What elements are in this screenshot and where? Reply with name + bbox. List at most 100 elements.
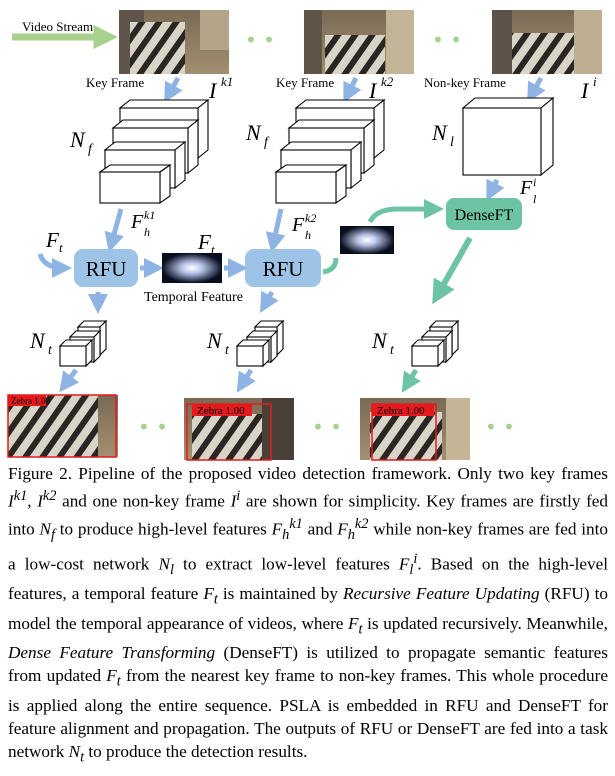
svg-text:N: N [29,328,46,353]
svg-text:F: F [130,211,144,233]
caption-math: k1 [13,488,28,505]
svg-text:N: N [371,328,388,353]
math-N-t-1: N t [29,328,53,358]
arrow-rfu2-to-nt [260,290,279,313]
arrow-ft-in [37,253,72,278]
rfu-box-2: RFU [245,249,321,287]
svg-text:i: i [593,74,597,89]
svg-text:h: h [305,228,311,242]
dots-bottom-3: • • [485,415,515,439]
svg-text:t: t [48,343,53,358]
math-I-k1: I k1 [208,74,233,103]
video-stream-label: Video Stream [22,19,93,34]
svg-text:t: t [225,343,230,358]
arrow-feature-to-denseft [367,199,444,224]
caption-math: f [50,527,55,544]
math-I-i: I i [580,74,597,103]
detection-label-3: Zebra 1.00 [377,405,425,417]
caption-text: and one non-key frame [56,491,231,511]
nf-network-1 [98,98,210,205]
caption-math: N [68,742,81,762]
key-frame-1-image [119,10,229,74]
math-F-l-i: F i l [519,175,537,206]
caption-text: (DenseFT) is utilized to propagate seman… [8,643,608,686]
temporal-feature-image [162,253,222,283]
caption-math: F [398,554,410,574]
nf-network-2 [274,98,386,205]
caption-emph: Recursive Feature Updating [343,583,540,603]
caption-text: . Based on the high-level features, a te… [8,554,609,603]
detection-label-2: Zebra 1.00 [197,405,245,417]
math-N-f-1: N f [69,127,94,157]
caption-text: to produce high-level features [54,519,272,539]
caption-math: h [282,527,290,544]
svg-text:k2: k2 [305,211,316,225]
caption-text: (RFU) to model the temporal appearance o… [8,583,608,633]
figure-caption: Figure 2. Pipeline of the proposed video… [8,464,609,766]
svg-text:l: l [533,192,537,206]
nt-network-3 [410,319,460,368]
key-frame-2-label: Key Frame [276,75,334,90]
svg-text:t: t [211,242,215,257]
caption-text: are shown for simplicity. Key frames are… [8,491,609,539]
arrow-nt2-to-det [236,368,256,393]
caption-math: k1 [289,516,303,533]
caption-math: i [413,550,418,567]
arrow-nf2-to-rfu2 [265,208,286,253]
video-stream: Video Stream [12,19,118,50]
svg-text:t: t [59,240,63,255]
math-F-t-mid: F t [197,230,215,257]
svg-text:F: F [197,230,211,254]
caption-math: t [213,591,218,608]
non-key-frame-image [492,10,602,74]
caption-math: F [271,519,283,539]
dots-bottom-2: • • [312,415,342,439]
caption-math: F [106,666,117,686]
caption-math: I [8,491,14,511]
arrow-nf1-to-rfu1 [104,208,124,253]
caption-text: to produce the detection results. [84,742,308,762]
svg-text:i: i [533,175,536,189]
svg-text:N: N [245,120,262,145]
caption-math: N [39,519,51,539]
caption-math: l [169,561,174,578]
caption-math: F [348,613,359,633]
svg-text:t: t [390,343,395,358]
math-F-h-k2: F k2 h [291,211,316,242]
non-key-frame-label: Non-key Frame [424,75,506,90]
svg-text:N: N [206,328,223,353]
arrow-nl-to-denseft [486,178,505,202]
temporal-feature-label: Temporal Feature [144,290,243,305]
math-N-t-2: N t [206,328,230,358]
caption-text: is maintained by [217,583,344,603]
svg-text:F: F [519,177,533,199]
math-N-f-2: N f [245,120,270,150]
rfu-label-2: RFU [263,257,304,281]
caption-math: k2 [42,488,57,505]
caption-math: N [158,554,170,574]
caption-math: t [116,673,121,690]
svg-text:F: F [45,228,59,252]
detection-output-3: Zebra 1.00 [360,398,470,461]
svg-text:N: N [69,127,86,152]
caption-text: is updated recursively. Meanwhile, [362,613,608,633]
denseft-box: DenseFT [446,198,522,230]
caption-math: I [37,491,43,511]
arrow-denseft-to-nt [432,236,473,305]
svg-text:k1: k1 [144,208,155,222]
nt-network-2 [235,319,285,368]
arrow-frame3-to-nl [527,76,546,103]
dots-bottom-1: • • [138,415,168,439]
caption-math: I [230,491,237,511]
caption-text: to extract low-level features [173,554,399,574]
caption-math: t [80,749,85,766]
dots-top-1: • • [245,28,275,52]
caption-math: i [236,488,241,505]
caption-math: l [409,561,414,578]
arrow-nt1-to-det [59,368,80,393]
svg-text:f: f [264,135,270,150]
caption-fig-label: Figure 2. [8,464,73,483]
pipeline-diagram: Video Stream • • • • Key Frame Key Frame… [7,10,602,461]
math-F-t-in: F t [45,228,63,255]
svg-text:l: l [450,135,454,150]
